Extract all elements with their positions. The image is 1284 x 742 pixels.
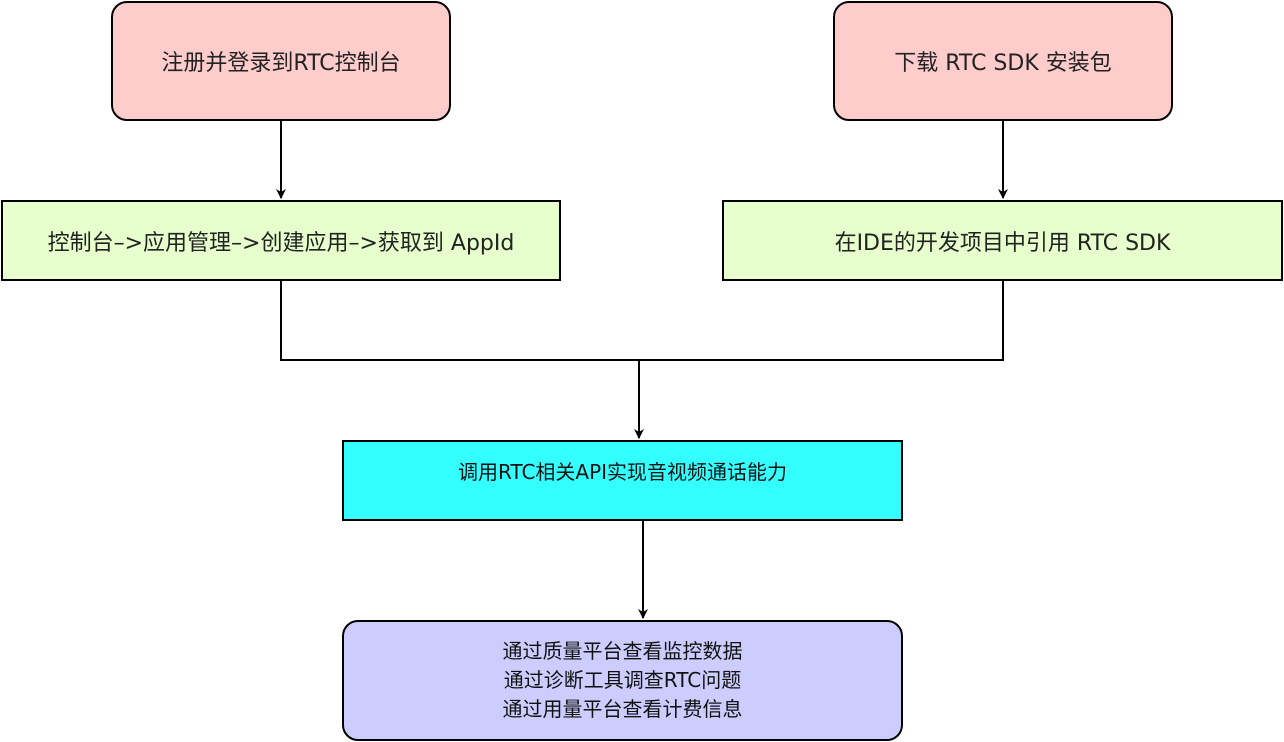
call-api-label: 调用RTC相关API实现音视频通话能力 xyxy=(457,460,788,484)
register-login-label: 注册并登录到RTC控制台 xyxy=(161,51,401,76)
download-sdk-node: 下载 RTC SDK 安装包 xyxy=(833,1,1173,121)
monitoring-results-node: 通过质量平台查看监控数据 通过诊断工具调查RTC问题 通过用量平台查看计费信息 xyxy=(342,620,903,741)
reference-sdk-node: 在IDE的开发项目中引用 RTC SDK xyxy=(722,200,1283,281)
reference-sdk-label: 在IDE的开发项目中引用 RTC SDK xyxy=(834,230,1171,256)
get-appid-label: 控制台–>应用管理–>创建应用–>获取到 AppId xyxy=(47,230,515,256)
get-appid-node: 控制台–>应用管理–>创建应用–>获取到 AppId xyxy=(1,200,561,281)
connector-appid-to-merge xyxy=(280,281,639,361)
result-line-quality: 通过质量平台查看监控数据 xyxy=(502,639,743,663)
call-api-node: 调用RTC相关API实现音视频通话能力 xyxy=(342,440,903,521)
connector-ide-to-merge xyxy=(639,281,1004,361)
result-line-billing: 通过用量平台查看计费信息 xyxy=(502,697,743,721)
register-login-node: 注册并登录到RTC控制台 xyxy=(111,1,451,121)
download-sdk-label: 下载 RTC SDK 安装包 xyxy=(894,51,1112,76)
result-line-diagnosis: 通过诊断工具调查RTC问题 xyxy=(503,668,742,692)
